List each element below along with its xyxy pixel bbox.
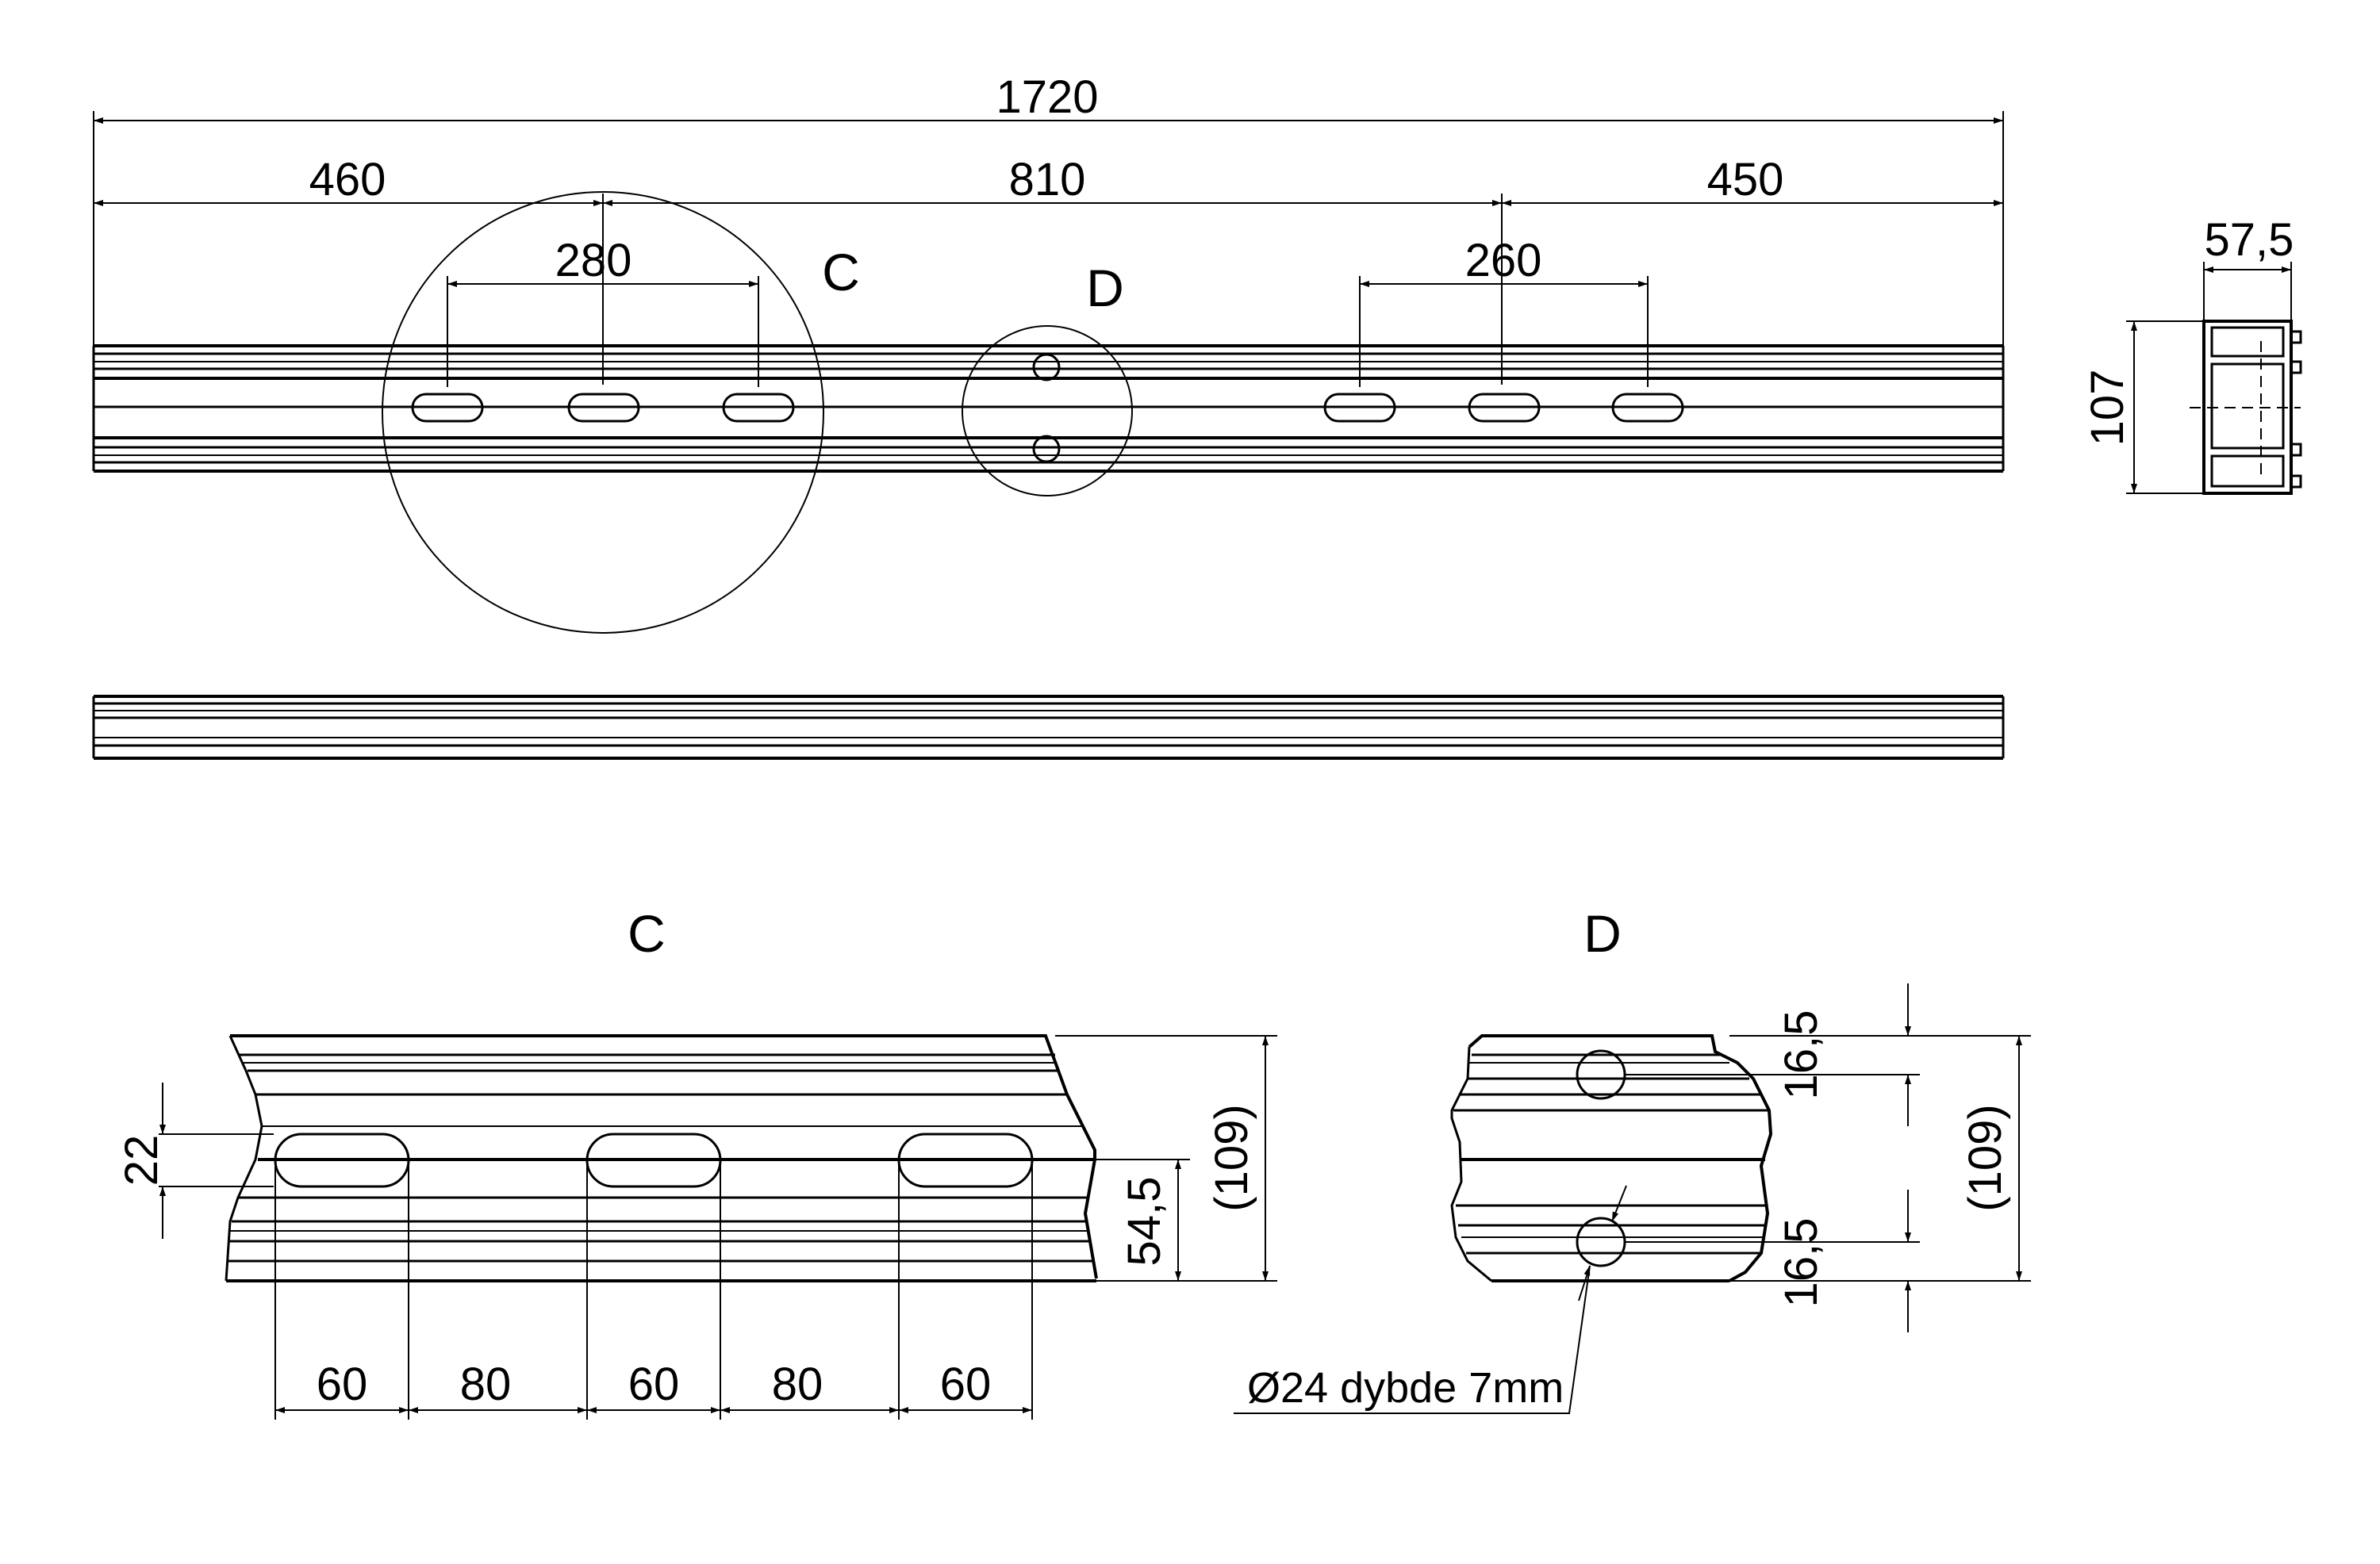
- slot: [722, 393, 795, 423]
- dim-107: 107: [2082, 370, 2133, 447]
- top-profile: [92, 344, 2005, 473]
- dim-section: 57,5 107: [2082, 214, 2294, 494]
- dim-1720: 1720: [996, 71, 1098, 123]
- dim-260: 260: [1465, 235, 1542, 286]
- detail-d-title: D: [1583, 904, 1622, 963]
- detail-d-profile: [1450, 1034, 1773, 1282]
- side-profile: [92, 695, 2005, 760]
- detail-c-circle: [382, 191, 824, 634]
- dim-22: 22: [116, 1135, 167, 1186]
- detail-d-circle: [962, 325, 1133, 496]
- dim-c-80-b: 80: [772, 1359, 823, 1410]
- slot: [1323, 393, 1396, 423]
- hole: [1032, 435, 1061, 463]
- hole-note: Ø24 dybde 7mm: [1247, 1364, 1564, 1412]
- hole: [1032, 353, 1061, 381]
- slot: [411, 393, 484, 423]
- dim-slot-spacing: 280 260: [447, 235, 1649, 387]
- dim-segments: 460 810 450: [94, 154, 2003, 385]
- dim-c-slot-height: 22: [116, 1083, 274, 1239]
- dim-c-80-a: 80: [460, 1359, 512, 1410]
- dim-c-60-a: 60: [317, 1359, 368, 1410]
- marker-c: C: [822, 243, 860, 301]
- slot: [567, 393, 640, 423]
- dim-c-right: 54,5 (109): [1055, 1035, 1277, 1282]
- dim-57-5: 57,5: [2205, 214, 2294, 266]
- detail-c-title: C: [628, 904, 666, 963]
- slot: [1468, 393, 1541, 423]
- hole-callout: Ø24 dybde 7mm: [1234, 1185, 1627, 1414]
- slot: [1611, 393, 1684, 423]
- top-slots: [411, 353, 1684, 463]
- dim-d-16-5-bottom: 16,5: [1775, 1218, 1827, 1308]
- dim-d-right: 16,5 16,5 (109): [1625, 983, 2031, 1332]
- marker-d: D: [1086, 259, 1124, 317]
- dim-460: 460: [309, 154, 386, 205]
- hole: [1576, 1049, 1626, 1100]
- detail-c-profile: [225, 1034, 1098, 1282]
- dim-c-60-c: 60: [940, 1359, 992, 1410]
- dim-d-109: (109): [1960, 1104, 2011, 1211]
- dim-c-109: (109): [1206, 1104, 1257, 1211]
- dim-d-16-5-top: 16,5: [1775, 1010, 1827, 1100]
- dim-c-60-b: 60: [628, 1359, 680, 1410]
- dim-c-chain: 60 80 60 80 60: [274, 1160, 1033, 1420]
- dim-280: 280: [555, 235, 632, 286]
- dim-overall-length: 1720: [93, 71, 2004, 346]
- dim-54-5: 54,5: [1119, 1177, 1170, 1267]
- dim-450: 450: [1707, 154, 1784, 205]
- dim-810: 810: [1009, 154, 1086, 205]
- cross-section: [2190, 320, 2302, 495]
